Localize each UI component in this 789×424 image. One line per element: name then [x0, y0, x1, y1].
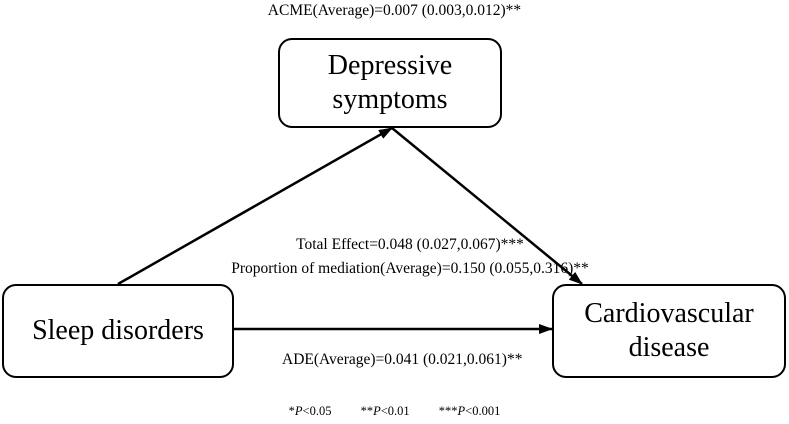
arrow-exposure-to-mediator [117, 126, 393, 286]
mediator-node: Depressive symptoms [278, 38, 502, 128]
exposure-node-text: Sleep disorders [32, 314, 204, 346]
mediator-line-1: Depressive [327, 49, 453, 81]
outcome-node-text: Cardiovascular disease [584, 297, 754, 365]
outcome-line-1: Cardiovascular [584, 297, 754, 329]
significance-item: *P<0.05 [288, 404, 332, 418]
mediator-line-2: symptoms [332, 84, 448, 115]
total-effect-label: Total Effect=0.048 (0.027,0.067)*** [296, 236, 524, 253]
significance-item: **P<0.01 [360, 404, 410, 418]
significance-legend: *P<0.05 **P<0.01 ***P<0.001 [0, 405, 789, 418]
arrow-mediator-to-outcome [391, 127, 583, 285]
acme-label: ACME(Average)=0.007 (0.003,0.012)** [267, 2, 522, 19]
exposure-node: Sleep disorders [2, 284, 234, 378]
significance-item: ***P<0.001 [438, 404, 501, 418]
outcome-node: Cardiovascular disease [552, 284, 786, 378]
mediator-node-text: Depressive symptoms [328, 49, 452, 117]
outcome-line-2: disease [628, 332, 710, 363]
ade-label: ADE(Average)=0.041 (0.021,0.061)** [282, 351, 523, 368]
proportion-mediation-label: Proportion of mediation(Average)=0.150 (… [231, 260, 589, 277]
